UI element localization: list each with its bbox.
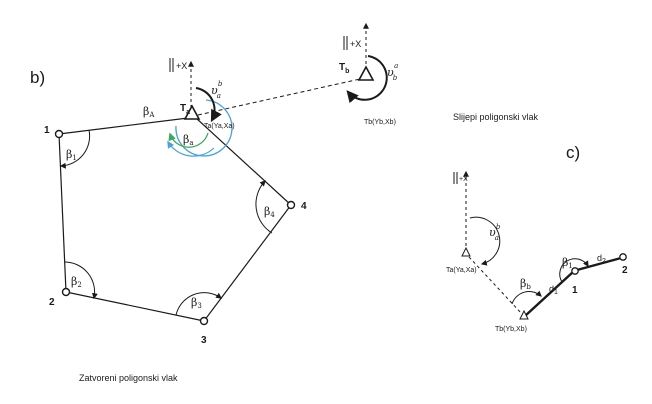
beta-a-label: βa bbox=[183, 133, 194, 147]
inner-green-arc bbox=[168, 132, 209, 148]
point-ta-label: Ta bbox=[180, 103, 190, 116]
tb-coordinates-c: Tb(Yb,Xb) bbox=[495, 326, 527, 333]
vertex-2-label: 2 bbox=[49, 297, 55, 308]
tb-coordinates: Tb(Yb,Xb) bbox=[364, 119, 396, 126]
beta-1-label-c: β1 bbox=[562, 256, 573, 270]
vertex-4-label: 4 bbox=[301, 201, 307, 212]
beta-A-label: βA bbox=[143, 105, 155, 119]
angle-arc-1 bbox=[59, 129, 91, 169]
direction-angle-label: υab bbox=[211, 80, 223, 100]
outer-blue-arc bbox=[175, 99, 233, 157]
ta-coordinates-c: Ta(Ya,Xa) bbox=[446, 267, 477, 274]
vertex-1-label: 1 bbox=[44, 125, 50, 136]
d2-label: d2 bbox=[597, 253, 606, 265]
side-3-2 bbox=[65, 291, 205, 322]
side-1-ta bbox=[58, 117, 189, 135]
point-tb-label: Tb bbox=[339, 62, 349, 75]
connection-c bbox=[468, 256, 523, 315]
open-traverse: Slijepi poligonski vlak c) +X υab Ta(Ya,… bbox=[446, 112, 628, 333]
vertex-3 bbox=[199, 316, 209, 326]
direction-angle-arc-c bbox=[469, 216, 501, 266]
beta-3-label: β3 bbox=[191, 296, 202, 310]
vertex-2 bbox=[61, 287, 71, 297]
traverse-side-d2 bbox=[576, 256, 622, 272]
closed-traverse: b) +X +X Ta Tb Ta(Ya,Xa) Tb bbox=[30, 22, 398, 383]
direction-angle-arc bbox=[195, 87, 222, 123]
caption-open-traverse: Slijepi poligonski vlak bbox=[453, 112, 539, 122]
direction-angle-label-c: υab bbox=[489, 223, 501, 242]
point-2-label-c: 2 bbox=[622, 265, 628, 276]
angle-arc-3 bbox=[175, 292, 222, 316]
axis-label-tb: +X bbox=[350, 39, 361, 49]
point-1-label-c: 1 bbox=[572, 285, 578, 296]
side-4-3 bbox=[203, 204, 292, 322]
vertex-1 bbox=[54, 129, 64, 139]
d1-label: d1 bbox=[549, 284, 558, 296]
side-ta-4 bbox=[195, 117, 292, 206]
reverse-angle-label: υba bbox=[387, 62, 398, 82]
point-1-c bbox=[571, 267, 579, 275]
caption-closed-traverse: Zatvoreni poligonski vlak bbox=[79, 373, 178, 383]
side-2-1 bbox=[58, 133, 67, 293]
point-2-c bbox=[619, 253, 627, 261]
triangle-tb-c-icon bbox=[519, 309, 529, 320]
beta-b-label-c: βb bbox=[520, 277, 531, 291]
triangle-ta-c-icon bbox=[461, 246, 471, 257]
angle-arc-2 bbox=[64, 261, 98, 300]
traverse-side-d1 bbox=[524, 271, 574, 317]
triangle-ta-icon bbox=[183, 104, 201, 120]
vertex-4 bbox=[286, 200, 296, 210]
reverse-angle-arc bbox=[346, 55, 388, 104]
angle-arc-4 bbox=[255, 180, 273, 234]
beta-2-label: β2 bbox=[71, 275, 82, 289]
ta-coordinates: Ta(Ya,Xa) bbox=[204, 123, 235, 130]
triangle-tb-icon bbox=[357, 65, 375, 81]
beta-4-label: β4 bbox=[264, 205, 275, 219]
beta-b-arc bbox=[511, 290, 542, 305]
section-label-c: c) bbox=[566, 143, 580, 162]
outer-blue-arrow bbox=[167, 140, 215, 157]
axis-label-ta: +X bbox=[176, 61, 187, 71]
beta-1-label: β1 bbox=[66, 148, 77, 162]
axis-label-c: +X bbox=[459, 176, 468, 183]
section-label-b: b) bbox=[30, 68, 45, 87]
vertex-3-label: 3 bbox=[201, 335, 207, 346]
beta-1-arc bbox=[559, 258, 589, 283]
